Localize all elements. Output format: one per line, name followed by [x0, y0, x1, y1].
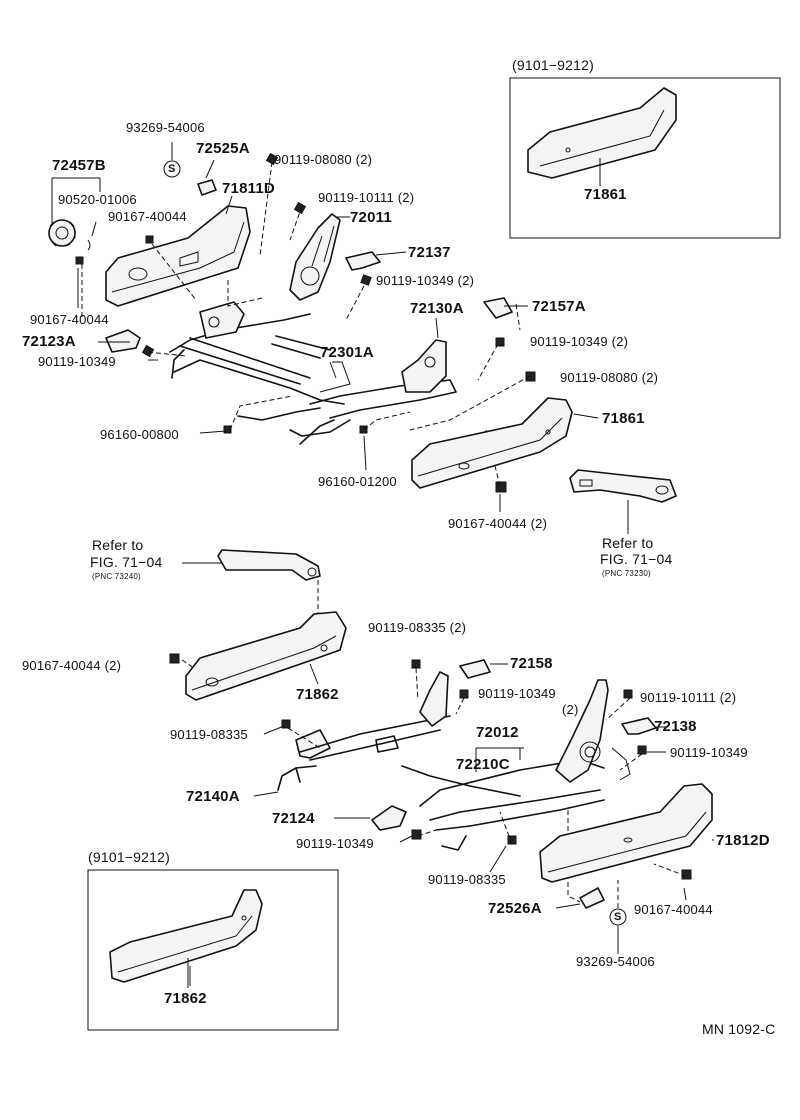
label-72158: 72158 [510, 655, 553, 672]
label-90167-40044-c: 90167-40044 (2) [448, 516, 548, 531]
recliner-frame-72011 [289, 213, 341, 301]
label-72140a: 72140A [186, 788, 240, 805]
seat-side-cover-71811d [105, 205, 251, 307]
label-90119-10349-b: 90119-10349 (2) [376, 273, 475, 288]
label-90119-08080-b: 90119-08080 (2) [560, 370, 659, 385]
label-96160-00800: 96160-00800 [100, 427, 179, 442]
refer-left-line2: FIG. 71−04 [90, 554, 163, 570]
cover-72124 [371, 805, 407, 831]
cap-72526a [579, 887, 605, 909]
label-90119-08335-b: 90119-08335 [170, 727, 248, 742]
seal-icon-top [163, 160, 181, 178]
label-93269-54006-bot: 93269-54006 [576, 954, 655, 969]
label-71811d: 71811D [222, 180, 275, 197]
callout-lines [51, 142, 714, 988]
label-93269-54006-top: 93269-54006 [126, 120, 205, 135]
label-90119-10349-f: 90119-10349 [296, 836, 374, 851]
label-72525a: 72525A [196, 140, 250, 157]
label-72130a: 72130A [410, 300, 464, 317]
label-90119-10349-d: 90119-10349 [478, 686, 556, 701]
label-71812d: 71812D [716, 832, 770, 849]
label-72526a: 72526A [488, 900, 542, 917]
cap-72525a [197, 179, 217, 196]
refer-right-line2: FIG. 71−04 [600, 551, 673, 567]
label-90167-40044-e: 90167-40044 [634, 902, 713, 917]
inset-top-part-label: 71861 [584, 186, 627, 203]
figure-code: MN 1092-C [702, 1021, 776, 1037]
bracket-refer-right [569, 469, 677, 503]
cover-72157a [483, 297, 513, 319]
label-90167-40044-d: 90167-40044 (2) [22, 658, 122, 673]
refer-left-line3: (PNC 73240) [92, 572, 141, 581]
label-90119-10111-b: 90119-10111 (2) [640, 690, 737, 705]
inset-box-top [509, 77, 781, 239]
label-71862-main: 71862 [296, 686, 339, 703]
label-90167-40044-b: 90167-40044 [30, 312, 109, 327]
seal-mark-top: S [168, 163, 176, 175]
label-90520-01006: 90520-01006 [58, 192, 137, 207]
label-90119-08335-c: 90119-08335 [428, 872, 506, 887]
label-72012: 72012 [476, 724, 519, 741]
leader-lines-upper [81, 161, 531, 487]
refer-right-line3: (PNC 73230) [602, 569, 651, 578]
cover-72138 [621, 717, 657, 735]
inset-bottom-title: (9101−9212) [88, 849, 170, 865]
label-90119-08335-a: 90119-08335 (2) [368, 620, 467, 635]
seat-side-cover-71862 [185, 611, 347, 701]
label-96160-01200: 96160-01200 [318, 474, 397, 489]
label-90119-10111-a: 90119-10111 (2) [318, 190, 415, 205]
label-90167-40044-a: 90167-40044 [108, 209, 187, 224]
label-72301a: 72301A [320, 344, 374, 361]
seal-icon-bottom [609, 908, 627, 926]
seat-side-cover-71861 [411, 397, 573, 489]
label-90119-10349-d-qty: (2) [562, 702, 579, 717]
label-72210c: 72210C [456, 756, 510, 773]
label-90119-10349-e: 90119-10349 [670, 745, 748, 760]
cover-72123a [105, 329, 141, 353]
label-71861-main: 71861 [602, 410, 645, 427]
label-72457b: 72457B [52, 157, 106, 174]
label-72123a: 72123A [22, 333, 76, 350]
cover-72158 [459, 659, 491, 679]
label-90119-10349-c: 90119-10349 (2) [530, 334, 629, 349]
inset-top-title: (9101−9212) [512, 57, 594, 73]
label-72138: 72138 [654, 718, 697, 735]
lever-refer-left [217, 549, 321, 581]
clip-90520 [87, 239, 91, 251]
label-72137: 72137 [408, 244, 451, 261]
inset-box-bottom [87, 869, 339, 1031]
label-90119-10349-a: 90119-10349 [38, 354, 116, 369]
seal-mark-bottom: S [614, 911, 622, 923]
label-72011: 72011 [350, 209, 392, 226]
seat-side-cover-71812d [539, 783, 713, 883]
label-90119-08080-a: 90119-08080 (2) [274, 152, 373, 167]
bolt-icons-top [75, 152, 536, 493]
refer-right-line1: Refer to [602, 535, 654, 551]
label-72124: 72124 [272, 810, 315, 827]
refer-left-line1: Refer to [92, 537, 144, 553]
recliner-knob-72457b [48, 219, 76, 247]
inset-bottom-part-label: 71862 [164, 990, 207, 1007]
seat-track-assembly-lower [277, 671, 631, 851]
label-72157a: 72157A [532, 298, 586, 315]
seat-track-assembly-upper [169, 301, 457, 445]
cover-72137 [345, 251, 381, 271]
